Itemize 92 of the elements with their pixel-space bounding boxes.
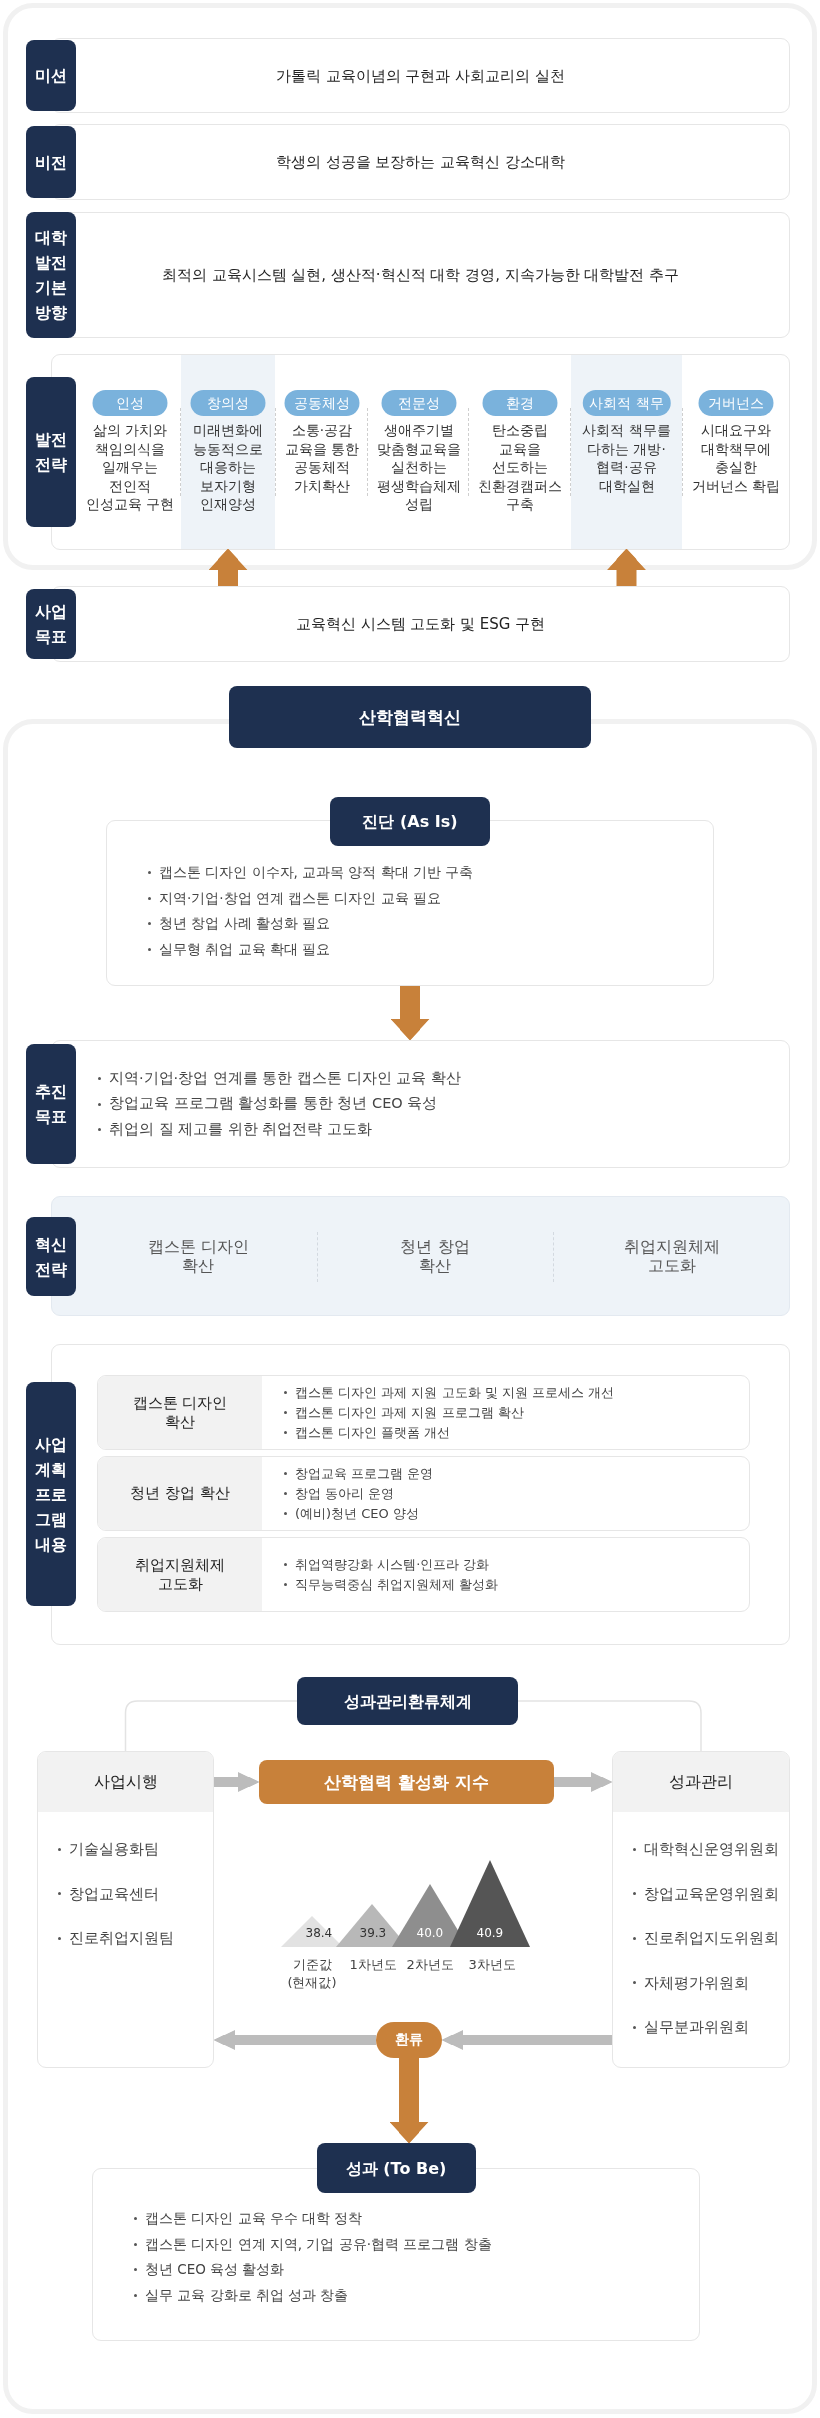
- column-text: 미래변화에 능동적으로 대응하는 보자기형 인재양성: [192, 421, 264, 514]
- index-banner: 산학협력 활성화 지수: [259, 1760, 554, 1804]
- program-row: [97, 1375, 750, 1450]
- card-header: 사업시행: [38, 1752, 213, 1812]
- bullet-text: 진로취업지원팀: [56, 1916, 174, 1961]
- section-tab: 추진 목표: [26, 1044, 76, 1164]
- block-arrow: [607, 549, 646, 586]
- row-header: 청년 창업 확산: [98, 1457, 262, 1530]
- section-tab: 진단 (As Is): [330, 797, 490, 846]
- bullet-text: 자체평가위원회: [631, 1960, 749, 2005]
- category-pill: 공동체성: [284, 390, 360, 416]
- section-tab: 대학발전 기본방향: [26, 212, 76, 338]
- section-tab: 산학협력혁신: [229, 686, 591, 748]
- section-tab: 혁신 전략: [26, 1217, 76, 1296]
- list-card: [37, 1751, 214, 2068]
- bullet-text: 실무분과위원회: [631, 2005, 749, 2050]
- bullet-text: 창업교육운영위원회: [631, 1871, 779, 1916]
- category-pill: 환경: [482, 390, 557, 416]
- category-label: 1차년도: [349, 1956, 397, 1974]
- bullet-text: (예비)청년 CEO 양성: [282, 1503, 419, 1524]
- category-pill: 사회적 책무: [582, 390, 671, 416]
- section-tab: 미션: [26, 40, 76, 111]
- bullet-text: 창업교육 프로그램 운영: [282, 1463, 434, 1484]
- bullet-text: 취업의 질 제고를 위한 취업전략 고도화: [96, 1116, 373, 1143]
- bullet-text: 캡스톤 디자인 연계 지역, 기업 공유·협력 프로그램 창출: [132, 2231, 492, 2257]
- bullet-text: 캡스톤 디자인 과제 지원 프로그램 확산: [282, 1402, 524, 1423]
- column-text: 삶의 가치와 책임의식을 일깨우는 전인적 인성교육 구현: [84, 421, 176, 514]
- column-text: 시대요구와 대학책무에 충실한 거버넌스 확립: [690, 421, 782, 495]
- program-row: [97, 1456, 750, 1531]
- block-arrow: [214, 1772, 259, 1792]
- program-row: [97, 1537, 750, 1612]
- column-text: 탄소중립 교육을 선도하는 친환경캠퍼스 구축: [476, 421, 563, 514]
- bullet-text: 지역·기업·창업 연계 캡스톤 디자인 교육 필요: [146, 885, 442, 911]
- value-label: 40.9: [476, 1925, 504, 1942]
- block-arrow: [390, 986, 430, 1040]
- value-label: 38.4: [305, 1925, 333, 1942]
- value-label: 40.0: [416, 1925, 444, 1942]
- block-arrow: [554, 1772, 612, 1792]
- row-text: 학생의 성공을 보장하는 교육혁신 강소대학: [275, 152, 566, 173]
- value-label: 39.3: [359, 1925, 387, 1942]
- section-tab: 발전 전략: [26, 377, 76, 527]
- strategy-text: 청년 창업 확산: [399, 1237, 471, 1275]
- section-tab: 성과 (To Be): [316, 2143, 476, 2193]
- bullet-text: 진로취업지도위원회: [631, 1916, 779, 1961]
- feedback-pill: 환류: [376, 2022, 442, 2058]
- bullet-text: 캡스톤 디자인 이수자, 교과목 양적 확대 기반 구축: [146, 860, 474, 886]
- bullet-text: 취업역량강화 시스템·인프라 강화: [282, 1554, 490, 1575]
- highlight-column: [181, 355, 275, 549]
- bullet-text: 지역·기업·창업 연계를 통한 캡스톤 디자인 교육 확산: [96, 1065, 461, 1092]
- bullet-text: 캡스톤 디자인 과제 지원 고도화 및 지원 프로세스 개선: [282, 1382, 615, 1403]
- category-pill: 전문성: [381, 390, 456, 416]
- column-text: 생애주기별 맞춤형교육을 실천하는 평생학습체제 성립: [375, 421, 462, 514]
- block-arrow: [389, 2058, 429, 2143]
- row-text: 교육혁신 시스템 고도화 및 ESG 구현: [295, 614, 546, 635]
- row-header: 캡스톤 디자인 확산: [98, 1376, 262, 1449]
- category-label: 2차년도: [406, 1956, 454, 1974]
- bullet-text: 창업교육센터: [56, 1871, 159, 1916]
- category-pill: 거버넌스: [698, 390, 774, 416]
- strategy-text: 취업지원체제 고도화: [622, 1237, 721, 1275]
- highlight-column: [571, 355, 682, 549]
- list-card: [612, 1751, 790, 2068]
- bullet-text: 청년 CEO 육성 활성화: [132, 2257, 285, 2283]
- category-pill: 창의성: [190, 390, 266, 416]
- section-tab: 사업계획 프로그램 내용: [26, 1382, 76, 1606]
- category-label: 3차년도: [468, 1956, 516, 1974]
- strategy-text: 캡스톤 디자인 확산: [146, 1237, 250, 1275]
- bullet-text: 청년 창업 사례 활성화 필요: [146, 911, 331, 937]
- row-header: 취업지원체제 고도화: [98, 1538, 262, 1611]
- block-arrow: [442, 2030, 612, 2050]
- section-tab: 사업 목표: [26, 589, 76, 659]
- bullet-text: 창업 동아리 운영: [282, 1483, 395, 1504]
- card-header: 성과관리: [613, 1752, 789, 1812]
- category-pill: 인성: [92, 390, 168, 416]
- bullet-text: 실무형 취업 교육 확대 필요: [146, 936, 331, 962]
- row-text: 최적의 교육시스템 실현, 생산적·혁신적 대학 경영, 지속가능한 대학발전 추구: [161, 265, 680, 286]
- column-text: 사회적 책무를 다하는 개방·협력·공유 대학실현: [581, 421, 672, 495]
- block-arrow: [214, 2030, 376, 2050]
- bullet-text: 대학혁신운영위원회: [631, 1827, 779, 1872]
- bullet-text: 실무 교육 강화로 취업 성과 창출: [132, 2282, 349, 2308]
- bullet-text: 직무능력중심 취업지원체제 활성화: [282, 1574, 499, 1595]
- bullet-text: 창업교육 프로그램 활성화를 통한 청년 CEO 육성: [96, 1091, 438, 1117]
- bullet-text: 기술실용화팀: [56, 1827, 159, 1872]
- bullet-text: 캡스톤 디자인 교육 우수 대학 정착: [132, 2206, 363, 2232]
- section-tab: 성과관리환류체계: [297, 1677, 518, 1725]
- row-text: 가톨릭 교육이념의 구현과 사회교리의 실천: [275, 65, 566, 87]
- bullet-text: 캡스톤 디자인 플랫폼 개선: [282, 1422, 451, 1443]
- connector-line: [517, 1700, 702, 1752]
- category-label: 기준값 (현재값): [286, 1956, 338, 1992]
- block-arrow: [208, 549, 248, 586]
- connector-line: [124, 1700, 298, 1752]
- column-text: 소통·공감 교육을 통한 공동체적 가치확산: [283, 421, 361, 495]
- section-tab: 비전: [26, 126, 76, 198]
